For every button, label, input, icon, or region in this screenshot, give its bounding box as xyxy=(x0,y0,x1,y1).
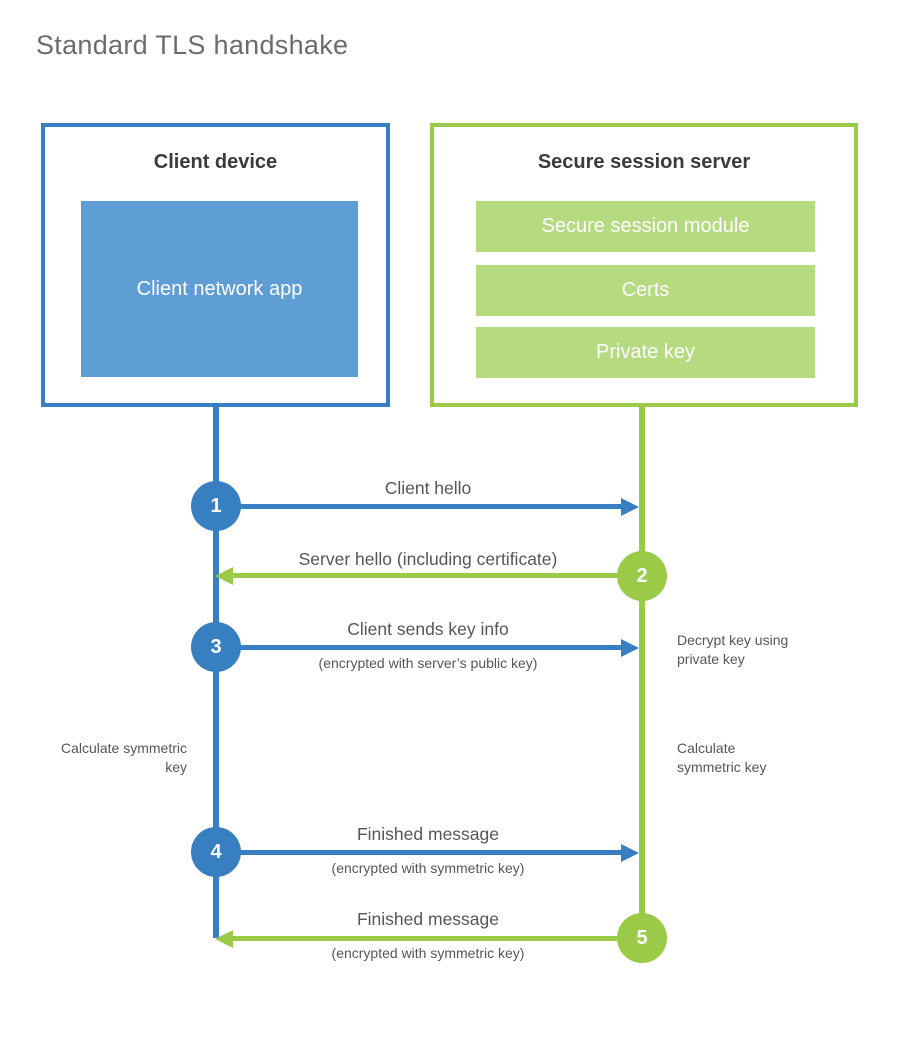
module-private-key: Private key xyxy=(476,327,815,378)
client-device-box: Client device Client network app xyxy=(41,123,390,407)
annotation-calculate-symmetric-key-server: Calculate symmetric key xyxy=(677,740,767,775)
module-private-key-label: Private key xyxy=(596,341,695,363)
label-server-hello: Server hello (including certificate) xyxy=(298,549,558,569)
step-3-badge: 3 xyxy=(191,622,241,672)
annotation-decrypt-key: Decrypt key using private key xyxy=(677,632,789,667)
page-title: Standard TLS handshake xyxy=(36,30,349,60)
step-5-badge: 5 xyxy=(617,913,667,963)
module-certs-label: Certs xyxy=(621,279,670,301)
client-device-title: Client device xyxy=(153,151,278,173)
step-1-number: 1 xyxy=(210,494,222,517)
step-2-badge: 2 xyxy=(617,551,667,601)
step-4-badge: 4 xyxy=(191,827,241,877)
arrow-server-hello xyxy=(232,573,621,578)
annotation-calculate-symmetric-key-client: Calculate symmetric key xyxy=(60,740,187,775)
arrow-finished-message-server xyxy=(232,936,621,941)
client-network-app-box: Client network app xyxy=(81,201,358,377)
secure-session-server-title: Secure session server xyxy=(537,151,751,173)
step-1-badge: 1 xyxy=(191,481,241,531)
step-5-number: 5 xyxy=(636,926,648,949)
sublabel-client-key-info: (encrypted with server’s public key) xyxy=(318,655,538,671)
arrow-finished-message-client xyxy=(240,850,622,855)
step-4-number: 4 xyxy=(210,840,222,863)
module-secure-session-module: Secure session module xyxy=(476,201,815,252)
module-secure-session-module-label: Secure session module xyxy=(541,215,750,237)
sublabel-finished-message-client: (encrypted with symmetric key) xyxy=(331,860,525,876)
label-client-hello: Client hello xyxy=(384,478,472,498)
label-finished-message-client: Finished message xyxy=(356,824,500,844)
module-certs: Certs xyxy=(476,265,815,316)
step-3-number: 3 xyxy=(210,635,222,658)
label-finished-message-server: Finished message xyxy=(356,909,500,929)
label-client-key-info: Client sends key info xyxy=(347,619,509,639)
arrow-client-key-info xyxy=(240,645,622,650)
sublabel-finished-message-server: (encrypted with symmetric key) xyxy=(331,945,525,961)
step-2-number: 2 xyxy=(636,564,648,587)
client-network-app-label: Client network app xyxy=(136,277,303,300)
arrow-client-hello xyxy=(240,504,622,509)
secure-session-server-box: Secure session server Secure session mod… xyxy=(430,123,858,407)
server-lifeline xyxy=(639,404,645,940)
